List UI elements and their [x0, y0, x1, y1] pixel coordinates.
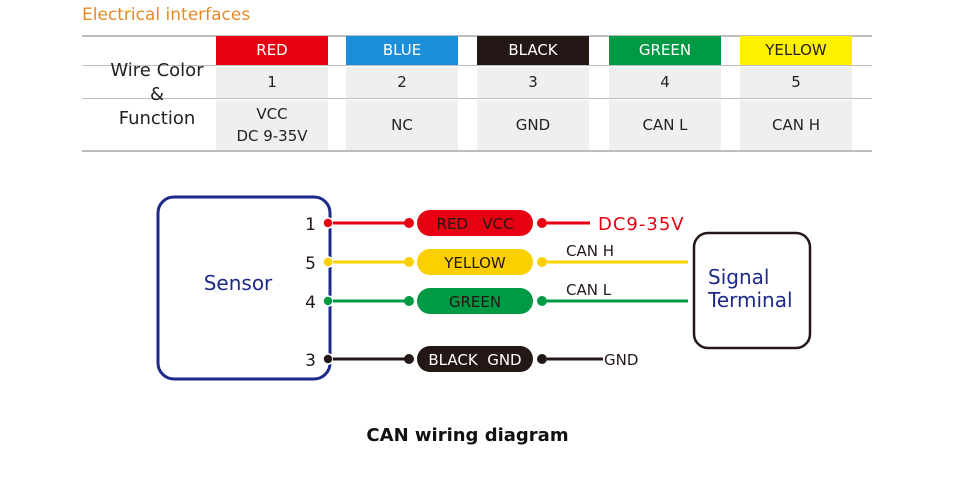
wire-color-header: YELLOW	[740, 36, 852, 65]
signal-terminal-label: Terminal	[707, 288, 793, 312]
sensor-box	[156, 195, 332, 381]
table-rule	[82, 65, 872, 66]
table-rule	[82, 98, 872, 99]
wire-color-header: BLUE	[346, 36, 458, 65]
signal-terminal-box	[692, 231, 812, 350]
connector-dot	[404, 354, 414, 364]
connector-dot	[404, 257, 414, 267]
pin-number: 3	[477, 67, 589, 98]
pin-number-label: 3	[305, 351, 316, 371]
wire-label: YELLOW	[443, 254, 506, 272]
wire-end-label: CAN L	[566, 281, 612, 299]
pin-function: NC	[346, 100, 458, 150]
pin-function: VCC DC 9-35V	[216, 100, 328, 150]
connector-dot	[537, 296, 547, 306]
wire-color-header: GREEN	[609, 36, 721, 65]
row-label-line: Wire Color	[110, 60, 204, 81]
pin-dot	[322, 256, 334, 268]
wire-label-pill	[417, 249, 533, 275]
connector-dot	[404, 218, 414, 228]
pin-function: GND	[477, 100, 589, 150]
signal-terminal-label: Signal	[708, 265, 769, 289]
wire-label-pill	[417, 346, 533, 372]
section-title: Electrical interfaces	[82, 5, 251, 25]
pin-function: CAN L	[609, 100, 721, 150]
wire-label: RED VCC	[437, 215, 514, 233]
row-label-line: Function	[118, 108, 196, 129]
pin-number-label: 4	[305, 293, 316, 313]
pin-number: 2	[346, 67, 458, 98]
wire-end-label: CAN H	[566, 242, 614, 260]
sensor-label: Sensor	[204, 271, 273, 295]
wire-label: BLACK GND	[428, 351, 521, 369]
wire-color-header: BLACK	[477, 36, 589, 65]
wire-label-pill	[417, 288, 533, 314]
pin-number: 4	[609, 67, 721, 98]
pin-dot	[322, 353, 334, 365]
connector-dot	[537, 257, 547, 267]
connector-dot	[537, 218, 547, 228]
wire-end-label: DC9-35V	[598, 214, 685, 235]
wire-label: GREEN	[449, 293, 501, 311]
row-label: Wire Color & Function	[82, 59, 232, 131]
pin-function: CAN H	[740, 100, 852, 150]
pin-number-label: 1	[305, 215, 316, 235]
connector-dot	[404, 296, 414, 306]
wire-label-pill	[417, 210, 533, 236]
pin-number: 5	[740, 67, 852, 98]
table-bottom-rule	[82, 150, 872, 152]
pin-dot	[322, 217, 334, 229]
row-label-line: &	[149, 84, 165, 105]
wire-end-label: GND	[604, 351, 638, 369]
wire-color-header: RED	[216, 36, 328, 65]
pin-number: 1	[216, 67, 328, 98]
wire-table: Wire Color & Function RED 1 VCC DC 9-35V…	[82, 35, 872, 152]
pin-dot	[322, 295, 334, 307]
connector-dot	[537, 354, 547, 364]
diagram-caption: CAN wiring diagram	[366, 425, 569, 446]
pin-number-label: 5	[305, 254, 316, 274]
